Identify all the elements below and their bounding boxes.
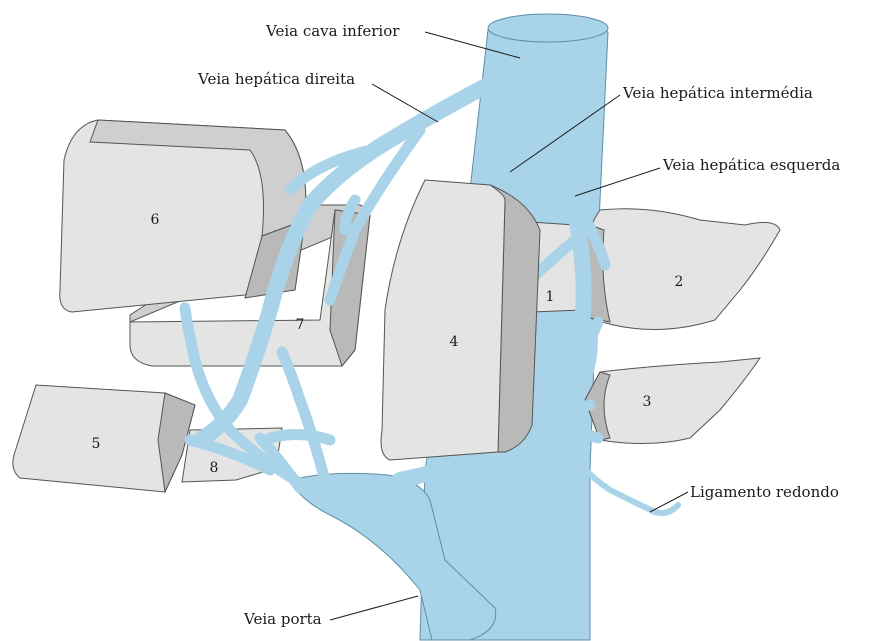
segment-4-face [381, 180, 505, 460]
portal-leader [330, 596, 418, 620]
segment-2 [582, 209, 780, 330]
round-ligament-tail [655, 505, 678, 513]
portal-branch-mid [270, 434, 330, 440]
segment-5 [13, 385, 195, 492]
segment-7-number: 7 [296, 317, 305, 333]
segment-3 [585, 358, 760, 444]
segment-6 [60, 120, 306, 312]
ivc-label: Veia cava inferior [265, 22, 400, 40]
segment-3-face [585, 358, 760, 444]
segment-1-number: 1 [546, 289, 555, 305]
segment-5-number: 5 [92, 436, 101, 452]
segment-3-number: 3 [643, 394, 652, 410]
left-hepatic-label: Veia hepática esquerda [662, 156, 840, 174]
right-hepatic-leader [372, 84, 438, 122]
segment-6-number: 6 [151, 212, 160, 228]
segment-4-number: 4 [450, 334, 459, 350]
ivc-top [488, 14, 608, 42]
round-ligament-label: Ligamento redondo [690, 483, 839, 501]
right-hepatic-label: Veia hepática direita [197, 70, 355, 88]
segment-2-face [582, 209, 780, 330]
portal-label: Veia porta [243, 610, 322, 628]
segment-4 [381, 180, 540, 460]
segment-8-number: 8 [210, 460, 219, 476]
segment-2-number: 2 [675, 274, 684, 290]
middle-hepatic-label: Veia hepática intermédia [622, 84, 813, 102]
